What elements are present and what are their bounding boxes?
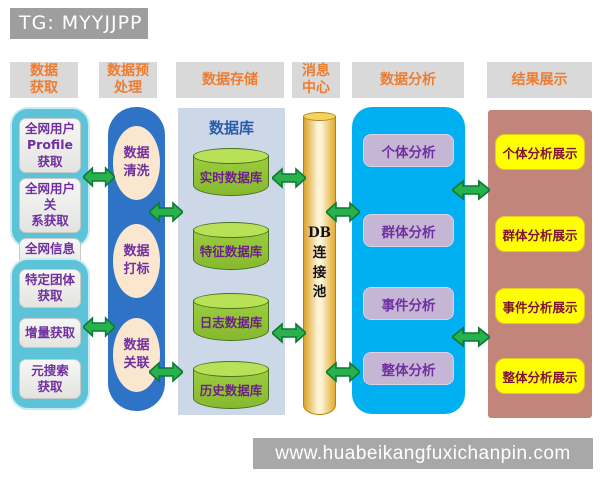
acquisition-item: 增量获取 (19, 318, 81, 349)
analysis-item: 个体分析 (363, 134, 454, 167)
column-header-storage: 数据存储 (176, 62, 284, 98)
flow-arrow-pre-sto-bottom-icon (149, 360, 183, 384)
database-label: 日志数据库 (199, 315, 263, 330)
acquisition-item: 全网用户关 系获取 (19, 177, 81, 233)
column-header-analysis: 数据分析 (352, 62, 464, 98)
column-header-acquisition: 数据 获取 (10, 62, 78, 98)
flow-arrow-ana-dis-top-icon (452, 178, 490, 202)
analysis-item: 群体分析 (363, 214, 454, 247)
analysis-panel: 个体分析 群体分析 事件分析 整体分析 (352, 107, 465, 414)
cylinder-body (303, 116, 336, 415)
cylinder-top (193, 293, 269, 309)
cylinder-top (303, 112, 336, 121)
flow-arrow-sto-pool-top-icon (272, 166, 306, 190)
display-item: 个体分析展示 (495, 134, 585, 170)
acquisition-group-network: 全网用户 Profile获取 全网用户关 系获取 全网信息 获取 (10, 107, 90, 276)
cylinder-top (193, 222, 269, 238)
database-label: 特征数据库 (199, 244, 263, 259)
database-cylinder: 特征数据库 (193, 222, 269, 270)
db-pool-label: DB 连 接 池 (307, 225, 332, 301)
preprocessing-step: 数据 清洗 (113, 126, 160, 200)
acquisition-item: 特定团体 获取 (19, 269, 81, 308)
analysis-item: 事件分析 (363, 287, 454, 320)
flow-arrow-sto-pool-bottom-icon (272, 321, 306, 345)
database-cylinder: 历史数据库 (193, 361, 269, 409)
footer-watermark: www.huabeikangfuxichanpin.com (253, 438, 593, 469)
flow-arrow-ana-dis-bottom-icon (452, 325, 490, 349)
display-item: 群体分析展示 (495, 216, 585, 252)
preprocessing-panel: 数据 清洗 数据 打标 数据 关联 (108, 107, 165, 411)
flow-arrow-acq-pre-bottom-icon (83, 315, 115, 339)
display-item: 整体分析展示 (495, 358, 585, 394)
display-item: 事件分析展示 (495, 288, 585, 324)
acquisition-item: 元搜索 获取 (19, 359, 81, 399)
display-panel: 个体分析展示 群体分析展示 事件分析展示 整体分析展示 (488, 110, 592, 418)
storage-title: 数据库 (208, 119, 254, 137)
preprocessing-step: 数据 打标 (113, 224, 160, 298)
cylinder-top (193, 148, 269, 164)
analysis-item: 整体分析 (363, 352, 454, 385)
database-label: 实时数据库 (199, 170, 263, 185)
flow-arrow-pre-sto-top-icon (149, 200, 183, 224)
storage-panel: 数据库 实时数据库 特征数据库 日志数据库 历史数据库 (178, 108, 285, 415)
column-header-display: 结果展示 (487, 62, 592, 98)
database-cylinder: 实时数据库 (193, 148, 269, 196)
column-header-preprocessing: 数据预 处理 (99, 62, 157, 98)
cylinder-top (193, 361, 269, 377)
tag-banner: TG: MYYJJPP (10, 8, 148, 39)
database-cylinder: 日志数据库 (193, 293, 269, 341)
flow-arrow-pool-ana-top-icon (326, 200, 360, 224)
acquisition-group-targeted: 特定团体 获取 增量获取 元搜索 获取 (10, 258, 90, 410)
preprocessing-step: 数据 关联 (113, 318, 160, 392)
database-label: 历史数据库 (199, 383, 263, 398)
flow-arrow-acq-pre-top-icon (83, 165, 115, 189)
acquisition-item: 全网用户 Profile获取 (19, 118, 81, 173)
column-header-message-center: 消息 中心 (292, 62, 340, 98)
db-pool-cylinder: DB 连 接 池 (303, 112, 336, 415)
flow-arrow-pool-ana-bottom-icon (326, 360, 360, 384)
